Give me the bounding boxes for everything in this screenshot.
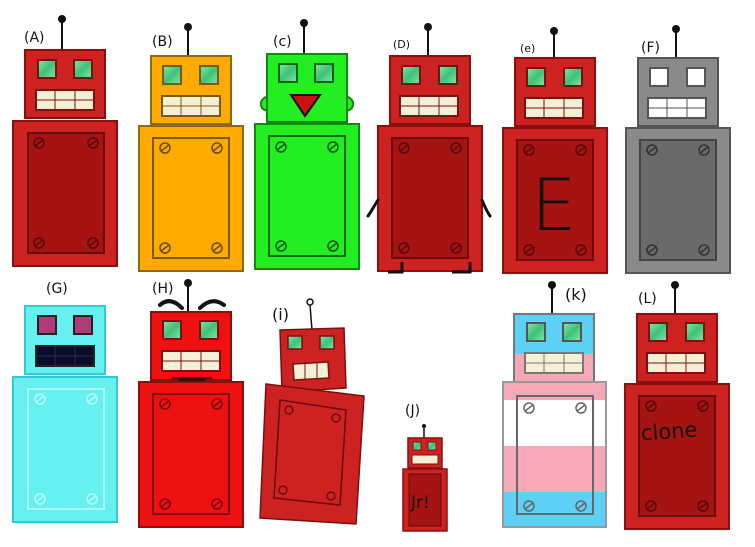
robot-i-label: (i) (272, 305, 289, 324)
robot-j-panel-text: Jr! (410, 493, 430, 513)
robot-f-label: (F) (641, 40, 660, 56)
robot-k-label: (k) (565, 285, 587, 304)
robot-h: (H) (138, 279, 244, 528)
robot-h-label: (H) (152, 281, 173, 297)
robot-i: (i) (259, 298, 365, 525)
robot-d-panel (391, 137, 469, 259)
antenna-icon (672, 25, 680, 33)
robot-j-panel (408, 473, 442, 527)
eye-icon (162, 65, 182, 85)
antenna-icon (300, 19, 308, 27)
robot-b-label: (B) (152, 34, 173, 50)
antenna-icon (422, 424, 426, 428)
robot-l: (L) clone (624, 281, 730, 530)
robot-f: (F) (625, 25, 731, 274)
robot-j-label: (J) (405, 403, 420, 419)
antenna-icon (184, 23, 192, 31)
robot-d: (D) (366, 23, 492, 274)
eye-icon (412, 441, 422, 451)
antenna-icon (550, 27, 558, 35)
antenna-icon (184, 279, 192, 287)
robot-a-label: (A) (24, 30, 45, 46)
robot-l-panel (638, 395, 716, 517)
eye-icon (686, 67, 706, 87)
eye-icon (526, 67, 546, 87)
eye-icon (648, 322, 668, 342)
robot-j: (J) Jr! (402, 403, 448, 532)
robot-d-label: (D) (393, 38, 410, 51)
eye-icon (37, 315, 57, 335)
eye-icon (401, 65, 421, 85)
robot-a-panel (27, 132, 105, 254)
robot-c-label: (c) (273, 34, 292, 50)
arm-icon (366, 198, 380, 218)
eye-icon (73, 59, 93, 79)
robot-g: (G) (12, 281, 118, 523)
eye-icon (73, 315, 93, 335)
robot-k: (k) (502, 281, 607, 528)
teeth-icon (411, 454, 439, 465)
robot-c: (c) (254, 19, 360, 270)
robot-b: (B) (138, 23, 244, 272)
teeth-icon (292, 361, 330, 381)
eye-icon (199, 65, 219, 85)
robot-g-panel (27, 388, 105, 510)
antenna-icon (58, 15, 66, 23)
eye-icon (162, 320, 182, 340)
robot-a: (A) (12, 15, 118, 267)
eye-icon (319, 335, 335, 350)
eye-icon (427, 441, 437, 451)
collar-icon (172, 377, 212, 381)
eyebrow-icon (198, 299, 226, 310)
robot-e: (e) E (502, 27, 608, 274)
robot-e-panel (516, 139, 594, 261)
eye-icon (438, 65, 458, 85)
robot-c-panel (268, 135, 346, 257)
mouth-icon (289, 94, 322, 118)
robot-e-panel-text: E (531, 163, 577, 247)
eye-icon (649, 67, 669, 87)
eye-icon (685, 322, 705, 342)
robot-k-panel (516, 395, 594, 515)
eye-icon (37, 59, 57, 79)
eye-icon (287, 335, 303, 350)
antenna-icon (548, 281, 556, 289)
antenna-icon (671, 281, 679, 289)
leg-icon (388, 262, 404, 274)
antenna-icon (424, 23, 432, 31)
eye-icon (199, 320, 219, 340)
robot-l-label: (L) (638, 291, 657, 307)
eye-icon (562, 322, 582, 342)
antenna-icon (306, 298, 314, 306)
robot-e-label: (e) (520, 42, 535, 55)
eye-icon (526, 322, 546, 342)
robot-b-panel (152, 137, 230, 259)
robot-i-panel (273, 399, 347, 506)
robot-k-body (502, 381, 607, 528)
eye-icon (278, 63, 298, 83)
eyebrow-icon (158, 299, 184, 310)
leg-icon (452, 262, 472, 274)
robot-h-panel (152, 393, 230, 515)
eye-icon (563, 67, 583, 87)
arm-icon (480, 198, 492, 218)
robot-g-label: (G) (46, 281, 68, 297)
eye-icon (314, 63, 334, 83)
robot-l-panel-text: clone (640, 418, 698, 446)
robot-f-panel (639, 139, 717, 261)
